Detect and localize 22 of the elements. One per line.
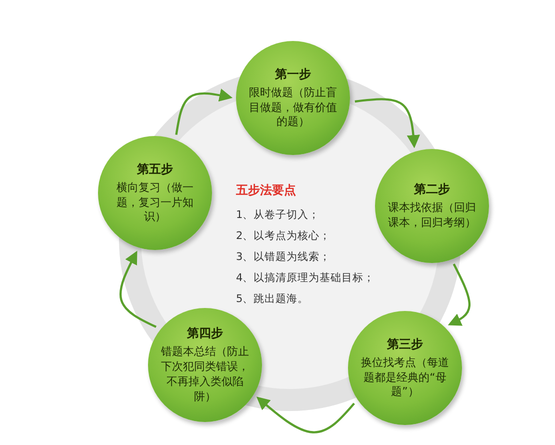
step-heading: 第四步 bbox=[187, 325, 223, 342]
step-heading: 第五步 bbox=[137, 160, 173, 178]
list-item: 2、以考点为核心； bbox=[236, 229, 332, 243]
step-description: 错题本总结（防止下次犯同类错误，不再掉入类似陷阱） bbox=[160, 345, 250, 405]
arrow bbox=[175, 88, 233, 135]
arrow bbox=[448, 264, 471, 326]
arrow bbox=[256, 396, 355, 434]
arrow bbox=[119, 250, 157, 328]
list-item: 1、从卷子切入； bbox=[236, 208, 321, 222]
step-description: 限时做题（防止盲目做题，做有价值的题） bbox=[248, 86, 338, 130]
arrow bbox=[354, 98, 420, 148]
list-item: 4、以搞清原理为基础目标； bbox=[236, 271, 375, 285]
step-circle bbox=[348, 311, 462, 425]
step-heading: 第二步 bbox=[414, 181, 450, 198]
step-heading: 第三步 bbox=[387, 336, 423, 353]
step-description: 换位找考点（每道题都是经典的“母题”） bbox=[360, 356, 450, 400]
step-description: 横向复习（做一题，复习一片知识） bbox=[116, 180, 194, 226]
step-heading: 第一步 bbox=[275, 66, 311, 83]
list-item: 5、跳出题海。 bbox=[236, 292, 310, 306]
step-description: 课本找依据（回归课本，回归考纲） bbox=[387, 201, 477, 231]
list-heading: 五步法要点 bbox=[236, 182, 297, 199]
list-item: 3、以错题为线索； bbox=[236, 250, 332, 264]
